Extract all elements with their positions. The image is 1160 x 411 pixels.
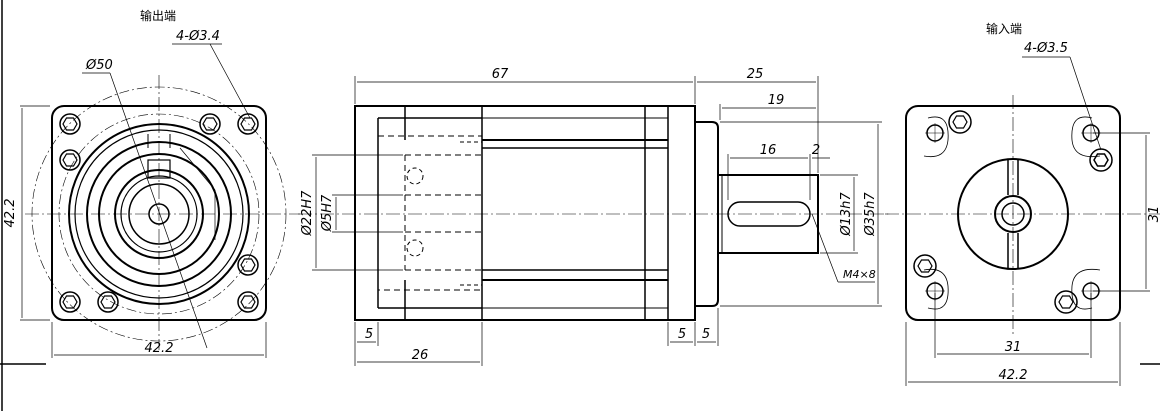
input-end-label: 输入端 xyxy=(986,21,1022,36)
shaft-19-label: 19 xyxy=(768,93,785,108)
output-end-view xyxy=(20,43,300,358)
left-holes-label: 4-Ø3.4 xyxy=(176,29,220,44)
dim-5c-label: 5 xyxy=(702,327,710,342)
dim-5a-label: 5 xyxy=(365,327,373,342)
bore-5-label: Ø5H7 xyxy=(320,194,335,232)
total-length-label: 67 xyxy=(492,67,509,82)
right-31h-label: 31 xyxy=(1005,340,1022,355)
right-31v-label: 31 xyxy=(1147,206,1160,223)
thread-label: M4×8 xyxy=(843,268,876,281)
bore-22-label: Ø22H7 xyxy=(300,190,315,237)
left-width-label: 42.2 xyxy=(145,341,174,356)
right-width-label: 42.2 xyxy=(999,368,1028,383)
dim-5b-label: 5 xyxy=(678,327,686,342)
shaft-length-label: 25 xyxy=(747,67,764,82)
shaft-13-label: Ø13h7 xyxy=(839,192,854,237)
input-end-view xyxy=(885,56,1160,386)
left-circle-label: Ø50 xyxy=(85,58,113,73)
output-end-label: 输出端 xyxy=(140,8,176,23)
left-height-label: 42.2 xyxy=(3,199,18,228)
key-gap-label: 2 xyxy=(812,143,820,158)
dim-26-label: 26 xyxy=(412,348,429,363)
key-16-label: 16 xyxy=(760,143,777,158)
right-holes-label: 4-Ø3.5 xyxy=(1024,41,1068,56)
pilot-35-label: Ø35h7 xyxy=(863,192,878,237)
side-view xyxy=(298,76,888,366)
